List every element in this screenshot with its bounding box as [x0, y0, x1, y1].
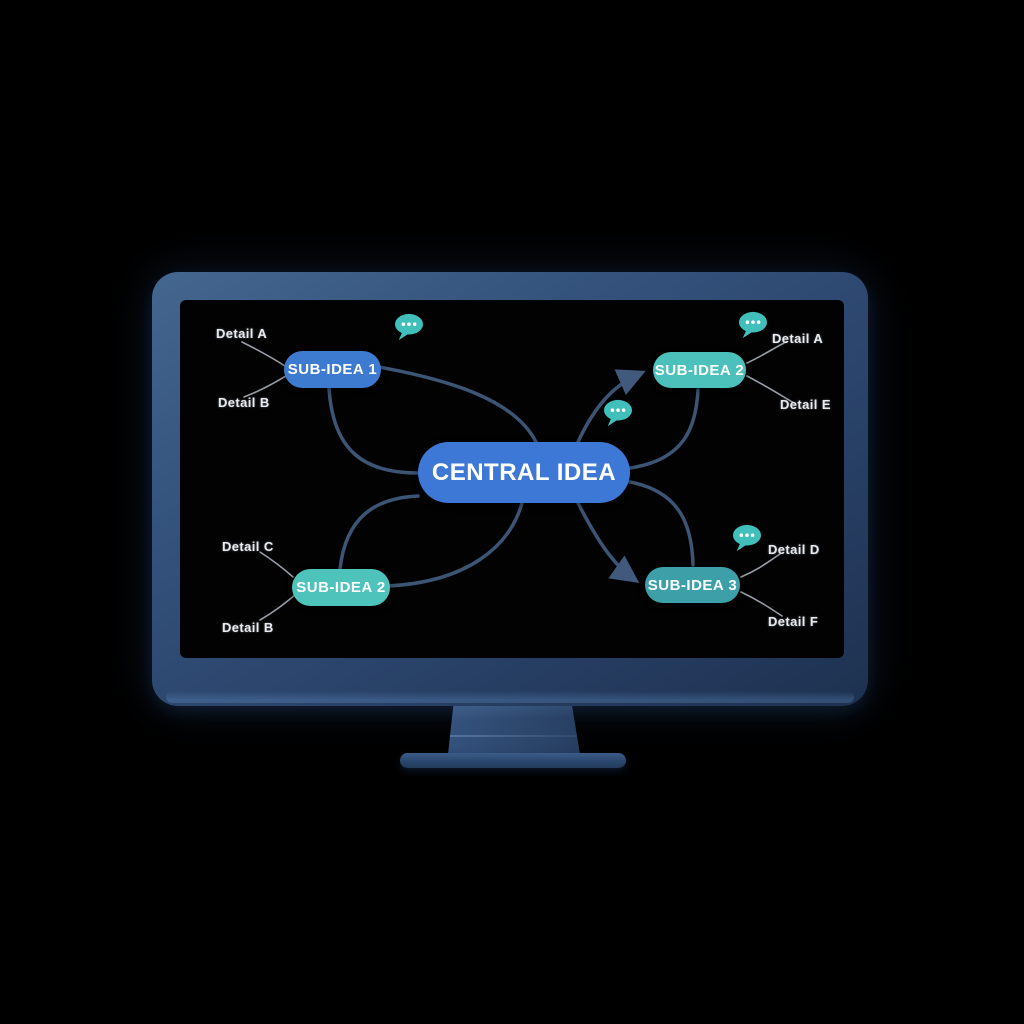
- detail-label[interactable]: Detail A: [216, 326, 268, 341]
- monitor-stand-neck: [448, 706, 580, 754]
- sub-idea-node-top-left[interactable]: SUB-IDEA 1: [284, 351, 381, 388]
- detail-label[interactable]: Detail A: [772, 331, 824, 346]
- comment-bubble-icon[interactable]: [737, 311, 769, 339]
- monitor-stand-base: [400, 753, 626, 768]
- detail-label[interactable]: Detail F: [768, 614, 819, 629]
- monitor: CENTRAL IDEA SUB-IDEA 1 SUB-IDEA 2 SUB-I…: [152, 272, 868, 706]
- stand-fold-line: [448, 735, 580, 737]
- sub-idea-node-top-right[interactable]: SUB-IDEA 2: [653, 352, 746, 388]
- detail-label[interactable]: Detail B: [218, 395, 270, 410]
- comment-bubble-icon[interactable]: [731, 524, 763, 552]
- mindmap-canvas[interactable]: CENTRAL IDEA SUB-IDEA 1 SUB-IDEA 2 SUB-I…: [180, 300, 844, 658]
- detail-label[interactable]: Detail E: [780, 397, 831, 412]
- detail-label[interactable]: Detail D: [768, 542, 820, 557]
- detail-label[interactable]: Detail B: [222, 620, 274, 635]
- central-idea-node[interactable]: CENTRAL IDEA: [418, 442, 630, 503]
- connector-lines: [241, 341, 795, 621]
- monitor-bezel-highlight: [166, 691, 854, 703]
- comment-bubble-icon[interactable]: [602, 399, 634, 427]
- sub-idea-node-bottom-left[interactable]: SUB-IDEA 2: [292, 569, 390, 606]
- comment-bubble-icon[interactable]: [393, 313, 425, 341]
- sub-idea-node-bottom-right[interactable]: SUB-IDEA 3: [645, 567, 740, 603]
- detail-label[interactable]: Detail C: [222, 539, 274, 554]
